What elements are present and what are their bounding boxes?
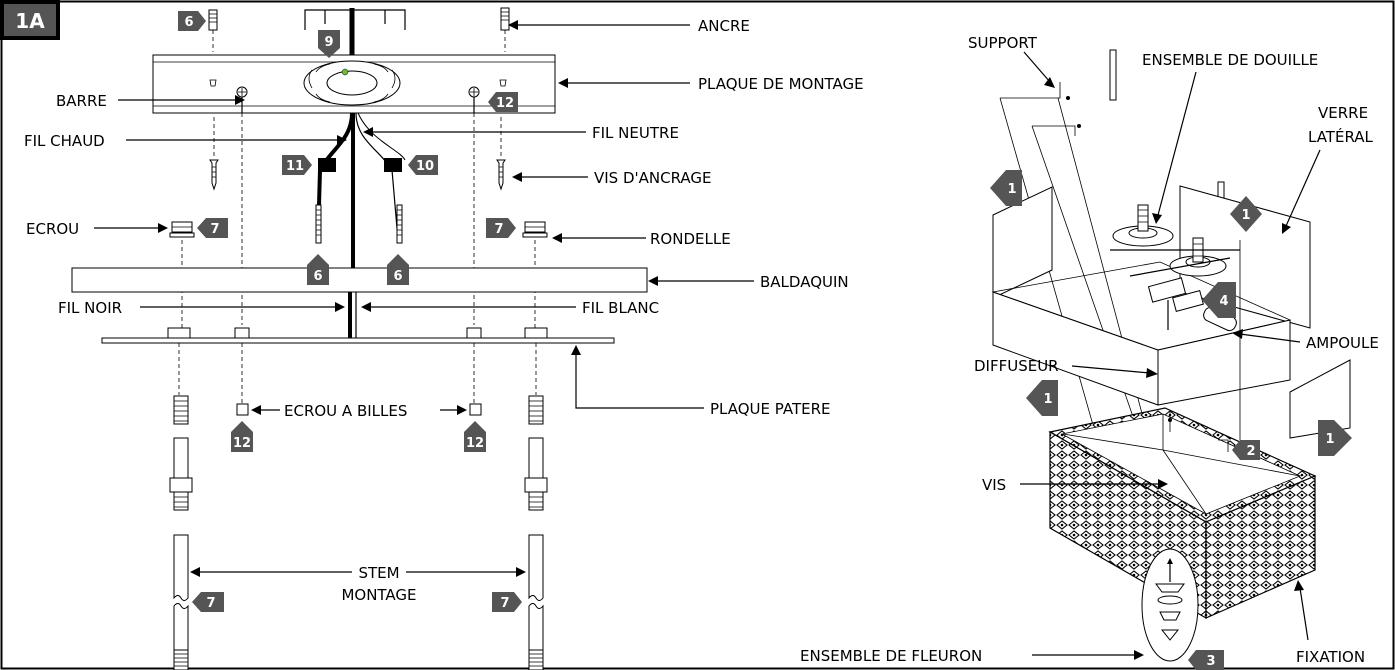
tag-center-top: 9	[318, 30, 340, 58]
tag-wire-left: 11	[282, 155, 312, 175]
tag-glass-top-right: 1	[1230, 196, 1262, 232]
tag-screw-right: 6	[387, 254, 409, 285]
tag-glass-front: 1	[1026, 380, 1058, 416]
tag-nut-left: 7	[197, 218, 228, 238]
canopy	[71, 267, 648, 293]
pattern-plate	[101, 327, 615, 403]
label-ecrou: ECROU	[26, 220, 79, 238]
label-verre: VERRE	[1318, 104, 1368, 122]
label-baldaquin: BALDAQUIN	[760, 273, 849, 291]
svg-text:12: 12	[466, 436, 484, 451]
label-plaque-montage: PLAQUE DE MONTAGE	[698, 75, 864, 93]
leaders-left	[94, 20, 754, 577]
svg-text:7: 7	[210, 222, 219, 237]
tag-ball-left: 12	[231, 421, 253, 452]
svg-text:9: 9	[324, 35, 333, 50]
label-vis: VIS	[982, 476, 1006, 494]
svg-text:10: 10	[416, 159, 434, 174]
label-fil-chaud: FIL CHAUD	[24, 132, 105, 150]
leaders-right	[1020, 51, 1321, 660]
svg-text:2: 2	[1246, 444, 1255, 459]
svg-text:7: 7	[500, 596, 509, 611]
finial-assembly	[1141, 548, 1199, 662]
svg-text:4: 4	[1219, 294, 1228, 309]
ball-nut-right	[469, 403, 482, 416]
label-fil-noir: FIL NOIR	[58, 299, 122, 317]
bracket	[1218, 439, 1229, 452]
socket-assembly	[1110, 204, 1240, 330]
tag-wire-right: 10	[408, 155, 438, 175]
label-fixation: FIXATION	[1296, 648, 1365, 666]
label-ancre: ANCRE	[698, 17, 750, 35]
label-fil-blanc: FIL BLANC	[582, 299, 659, 317]
tag-glass-left: 1	[990, 170, 1022, 206]
label-barre: BARRE	[56, 92, 107, 110]
wiring	[316, 112, 406, 268]
label-lateral: LATÉRAL	[1308, 127, 1374, 146]
anchor-right	[500, 7, 510, 52]
tag-barre-right: 12	[488, 92, 518, 112]
svg-text:6: 6	[184, 15, 193, 30]
label-montage: MONTAGE	[341, 586, 416, 604]
label-rondelle: RONDELLE	[650, 230, 731, 248]
diffuser	[991, 240, 1292, 440]
svg-text:1: 1	[1007, 182, 1016, 197]
tag-lamp: 4	[1202, 282, 1236, 318]
label-plaque-patere: PLAQUE PATERE	[710, 400, 831, 418]
svg-text:12: 12	[496, 96, 514, 111]
label-diffuseur: DIFFUSEUR	[974, 357, 1059, 375]
anchor-screw-left	[209, 117, 219, 191]
svg-text:1: 1	[1241, 208, 1250, 223]
label-ampoule: AMPOULE	[1306, 334, 1379, 352]
svg-text:7: 7	[206, 596, 215, 611]
svg-text:6: 6	[313, 269, 322, 284]
tag-stem-left: 7	[192, 592, 224, 612]
label-ensemble-fleuron: ENSEMBLE DE FLEURON	[800, 647, 982, 665]
tag-screw-left: 6	[307, 254, 329, 285]
junction-box	[304, 9, 406, 30]
side-glass-right	[1289, 359, 1351, 439]
stem-left	[169, 395, 193, 670]
anchor-screw-right	[496, 117, 506, 191]
tag-bracket: 2	[1232, 440, 1260, 460]
tag-finial: 3	[1188, 650, 1224, 670]
long-screw-left	[315, 204, 322, 244]
tag-stem-right: 7	[492, 592, 522, 612]
side-glass-left	[992, 186, 1053, 299]
tag-nut-right: 7	[486, 218, 516, 238]
svg-text:1: 1	[1043, 392, 1052, 407]
svg-text:3: 3	[1206, 654, 1215, 669]
svg-text:12: 12	[233, 436, 251, 451]
label-ensemble-douille: ENSEMBLE DE DOUILLE	[1142, 51, 1318, 69]
figure-badge: 1A	[0, 0, 60, 40]
label-fil-neutre: FIL NEUTRE	[592, 124, 679, 142]
svg-text:11: 11	[286, 159, 304, 174]
label-support: SUPPORT	[968, 34, 1038, 52]
anchor-left	[208, 9, 218, 52]
svg-text:7: 7	[494, 222, 503, 237]
label-stem: STEM	[358, 564, 399, 582]
tag-glass-right: 1	[1318, 420, 1352, 456]
ball-nut-left	[236, 403, 249, 416]
stem-right	[524, 395, 548, 670]
label-ecrou-billes: ECROU A BILLES	[284, 402, 407, 420]
svg-text:6: 6	[393, 269, 402, 284]
label-vis-ancrage: VIS D'ANCRAGE	[594, 169, 712, 187]
tag-anchor-left: 6	[178, 11, 206, 31]
figure-id: 1A	[15, 9, 45, 33]
tag-ball-right: 12	[464, 421, 486, 452]
svg-text:1: 1	[1325, 432, 1334, 447]
long-screw-right	[396, 204, 403, 244]
